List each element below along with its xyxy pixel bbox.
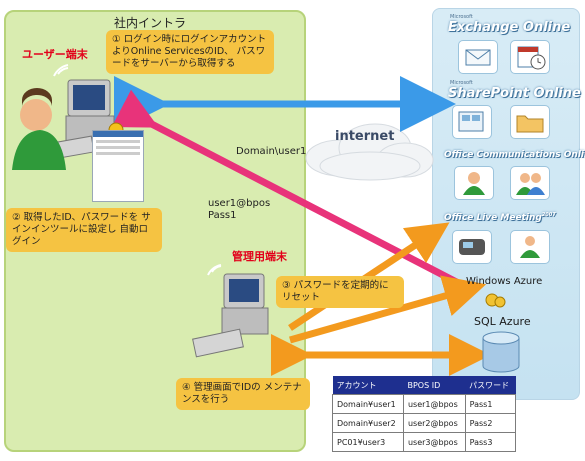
exchange-online-title: Exchange Online <box>448 20 571 35</box>
admin-terminal-icon <box>192 264 269 358</box>
conference-phone-icon <box>452 230 492 264</box>
user-terminal-label: ユーザー端末 <box>22 48 88 61</box>
windows-azure-label: Windows Azure <box>466 276 543 287</box>
signin-tool-window <box>92 130 144 202</box>
credential-user-label: user1@bpos <box>208 198 271 209</box>
calendar-icon <box>510 40 550 74</box>
internet-cloud-icon <box>305 123 434 181</box>
azure-gear-icon <box>485 293 506 308</box>
account-mapping-table: アカウント BPOS ID パスワード Domain¥user1 user1@b… <box>332 376 517 452</box>
step4-number: ④ <box>182 382 191 393</box>
column-header-password: パスワード <box>465 376 516 395</box>
step2-number: ② <box>12 212 21 223</box>
step2-text: 取得したID、パスワードを サインインツールに設定し 自動ログイン <box>12 212 151 247</box>
meeting-attendees-icon <box>510 230 550 264</box>
step1-note: ① ログイン時にログインアカウント よりOnline ServicesのID、 … <box>106 30 274 74</box>
step4-note: ④ 管理画面でIDの メンテナンスを行う <box>176 378 310 410</box>
exchange-ms-label: Microsoft <box>450 14 473 20</box>
table-cell: user2@bpos <box>402 413 466 433</box>
live-meeting-title: Office Live Meeting2007 <box>444 212 556 223</box>
admin-terminal-label: 管理用端末 <box>232 250 287 263</box>
admin-services-arrow-2 <box>289 275 487 344</box>
sharepoint-ms-label: Microsoft <box>450 80 473 86</box>
table-cell: user1@bpos <box>402 394 466 414</box>
step4-text: 管理画面でIDの メンテナンスを行う <box>182 382 302 405</box>
step3-note: ③ パスワードを定期的に リセット <box>276 276 404 308</box>
sharepoint-online-title: SharePoint Online <box>448 86 581 101</box>
live-meeting-suffix: 2007 <box>541 212 556 218</box>
table-header-row: アカウント BPOS ID パスワード <box>332 376 516 395</box>
domain-user-label: Domain\user1 <box>236 146 307 157</box>
step2-note: ② 取得したID、パスワードを サインインツールに設定し 自動ログイン <box>6 208 162 252</box>
user-presence-icon <box>454 166 494 200</box>
table-cell: Pass1 <box>464 394 517 414</box>
table-row: PC01¥user3 user3@bpos Pass3 <box>332 432 517 452</box>
document-library-icon <box>452 105 492 139</box>
sql-azure-label: SQL Azure <box>474 315 531 328</box>
table-cell: Domain¥user2 <box>332 413 404 433</box>
database-icon <box>482 331 520 373</box>
table-cell: PC01¥user3 <box>332 432 404 452</box>
step3-text: パスワードを定期的に リセット <box>282 280 389 303</box>
table-cell: Domain¥user1 <box>332 394 404 414</box>
column-header-bpos-id: BPOS ID <box>403 376 466 395</box>
step3-number: ③ <box>282 280 291 291</box>
step1-text: ログイン時にログインアカウント よりOnline ServicesのID、 パス… <box>112 34 267 69</box>
table-cell: Pass3 <box>464 432 517 452</box>
credential-pass-label: Pass1 <box>208 210 237 221</box>
intranet-title: 社内イントラ <box>113 16 186 30</box>
table-row: Domain¥user2 user2@bpos Pass2 <box>332 413 517 433</box>
table-cell: user3@bpos <box>402 432 466 452</box>
ocs-title: Office Communications Online <box>444 150 585 160</box>
mail-icon <box>458 40 498 74</box>
column-header-account: アカウント <box>332 376 404 395</box>
table-cell: Pass2 <box>464 413 517 433</box>
folder-icon <box>510 105 550 139</box>
table-row: Domain¥user1 user1@bpos Pass1 <box>332 394 517 414</box>
internet-label: internet <box>335 129 395 144</box>
live-meeting-name: Office Live Meeting <box>444 213 542 223</box>
group-chat-icon <box>510 166 550 200</box>
step1-number: ① <box>112 34 121 45</box>
